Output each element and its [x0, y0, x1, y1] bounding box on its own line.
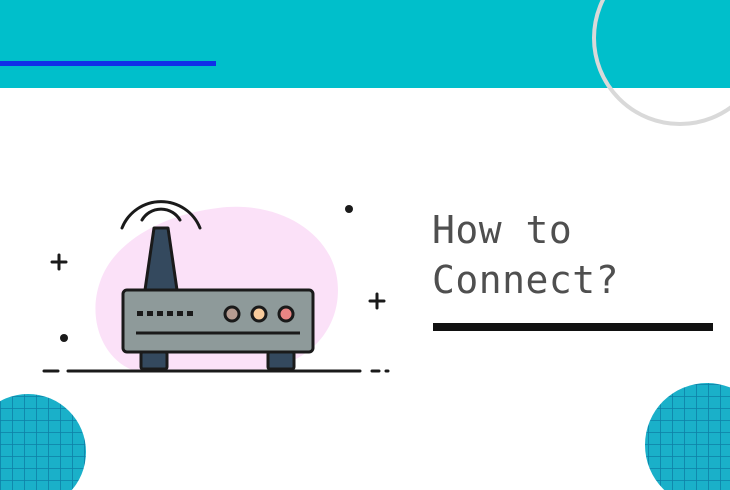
sparkle-plus-right — [368, 292, 386, 310]
top-banner — [0, 0, 730, 88]
sparkle-dot-left — [60, 334, 68, 342]
router-led-3 — [277, 305, 295, 323]
wifi-router-icon — [121, 226, 315, 371]
sparkle-dot-top — [345, 205, 353, 213]
router-body — [121, 288, 315, 354]
grid-circle-right — [645, 383, 730, 490]
wifi-signal-icon — [120, 200, 202, 230]
accent-line — [0, 61, 216, 66]
page-title: How to Connect? — [432, 205, 619, 305]
title-line-2: Connect? — [432, 258, 620, 302]
router-led-1 — [223, 305, 241, 323]
router-vents — [137, 311, 193, 316]
router-foot-left — [139, 350, 169, 371]
router-foot-right — [266, 350, 296, 371]
title-underline — [433, 323, 713, 331]
grid-circle-left — [0, 394, 86, 490]
router-led-2 — [250, 305, 268, 323]
deco-circle-outline — [592, 0, 730, 126]
title-line-1: How to — [432, 208, 573, 252]
sparkle-plus-left — [50, 253, 68, 271]
